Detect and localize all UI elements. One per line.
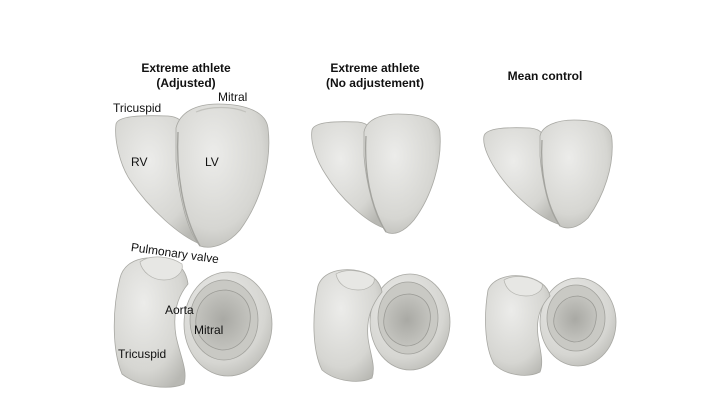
heart-mean-control-long-axis <box>483 119 613 229</box>
title-line: Mean control <box>507 69 583 83</box>
column-title-mean-control: Mean control <box>490 69 600 84</box>
mitral-opening <box>553 295 597 343</box>
pulmonary-valve-cap <box>503 276 543 297</box>
title-line: (Adjusted) <box>156 76 216 90</box>
label-aorta: Aorta <box>165 303 194 317</box>
septum-groove <box>365 135 387 233</box>
heart-mean-control-valve-view <box>485 275 617 376</box>
rv-shell <box>313 269 383 382</box>
label-bottom-mitral: Mitral <box>194 323 224 337</box>
pulmonary-valve-cap <box>335 270 375 291</box>
title-line: (No adjustement) <box>325 76 424 90</box>
label-lv: LV <box>205 155 219 169</box>
label-bottom-tricuspid: Tricuspid <box>118 347 167 361</box>
pulmonary-valve-cap <box>139 256 183 281</box>
label-top-mitral: Mitral <box>218 90 248 104</box>
heart-adjusted-valve-view <box>113 256 273 388</box>
label-rv: RV <box>131 155 148 169</box>
title-line: Extreme athlete <box>141 61 231 75</box>
title-line: Extreme athlete <box>330 61 420 75</box>
column-title-no-adjustment: Extreme athlete (No adjustement) <box>310 61 440 91</box>
septum-groove <box>176 131 201 247</box>
label-top-tricuspid: Tricuspid <box>113 101 162 115</box>
septum-groove <box>540 139 561 227</box>
heart-no-adjustment-valve-view <box>313 269 451 382</box>
lv-shell <box>175 103 270 248</box>
mitral-opening <box>195 289 251 351</box>
mitral-ridge <box>195 106 247 113</box>
rv-shell <box>485 275 551 376</box>
heart-no-adjustment-long-axis <box>311 113 441 234</box>
heart-adjusted-long-axis <box>115 103 270 248</box>
mitral-opening <box>383 293 431 347</box>
column-title-adjusted: Extreme athlete (Adjusted) <box>124 61 248 91</box>
